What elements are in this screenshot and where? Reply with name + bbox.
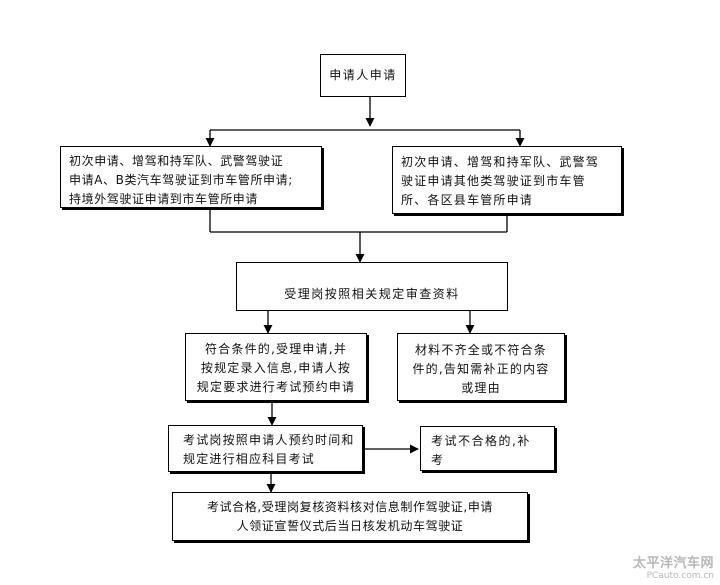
- qualified-line-1: 符合条件的,受理申请,并: [204, 342, 348, 356]
- qualified-line-2: 按规定录入信息,申请人按: [200, 361, 352, 375]
- watermark-logo: 太平洋汽车网 PCauto.com.cn: [633, 552, 714, 581]
- left-branch-box: 初次申请、增驾和持军队、武警驾驶证 申请A、B类汽车驾驶证到市车管所申请; 持境…: [60, 146, 322, 208]
- exam-line-1: 考试岗按照申请人预约时间和: [183, 433, 355, 447]
- exam-failed-line-1: 考试不合格的,补: [431, 434, 531, 448]
- issue-line-1: 考试合格,受理岗复核资料核对信息制作驾驶证,申请: [206, 500, 494, 514]
- watermark-site: PCauto.com.cn: [646, 571, 714, 581]
- review-text: 受理岗按照相关规定审查资料: [284, 287, 460, 301]
- left-branch-line-1: 初次申请、增驾和持军队、武警驾驶证: [69, 154, 284, 168]
- issue-line-2: 人领证宣誓仪式后当日核发机动车驾驶证: [236, 519, 464, 533]
- qualified-box: 符合条件的,受理申请,并 按规定录入信息,申请人按 规定要求进行考试预约申请: [185, 333, 367, 401]
- review-box: 受理岗按照相关规定审查资料: [236, 262, 508, 311]
- right-branch-line-2: 驶证申请其他类驾驶证到市车管: [401, 174, 586, 188]
- exam-failed-box: 考试不合格的,补 考: [420, 426, 555, 471]
- exam-box: 考试岗按照申请人预约时间和 规定进行相应科目考试: [168, 425, 363, 472]
- qualified-line-3: 规定要求进行考试预约申请: [196, 380, 356, 394]
- left-branch-line-3: 持境外驾驶证申请到市车管所申请: [69, 192, 259, 206]
- exam-failed-line-2: 考: [431, 453, 445, 467]
- not-qualified-box: 材料不齐全或不符合条 件的,告知需补正的内容 或理由: [397, 333, 565, 401]
- watermark-brand: 太平洋汽车网: [632, 556, 714, 571]
- applicant-apply-text: 申请人申请: [329, 68, 397, 82]
- left-branch-line-2: 申请A、B类汽车驾驶证到市车管所申请;: [69, 173, 293, 187]
- applicant-apply-box: 申请人申请: [320, 54, 406, 97]
- not-qualified-line-1: 材料不齐全或不符合条: [414, 343, 547, 357]
- exam-line-2: 规定进行相应科目考试: [183, 452, 316, 466]
- issue-box: 考试合格,受理岗复核资料核对信息制作驾驶证,申请 人领证宣誓仪式后当日核发机动车…: [172, 492, 528, 541]
- right-branch-box: 初次申请、增驾和持军队、武警驾 驶证申请其他类驾驶证到市车管 所、各区县车管所申…: [392, 146, 622, 214]
- right-branch-line-3: 所、各区县车管所申请: [401, 193, 534, 207]
- not-qualified-line-3: 或理由: [461, 381, 501, 395]
- not-qualified-line-2: 件的,告知需补正的内容: [412, 362, 550, 376]
- right-branch-line-1: 初次申请、增驾和持军队、武警驾: [401, 155, 600, 169]
